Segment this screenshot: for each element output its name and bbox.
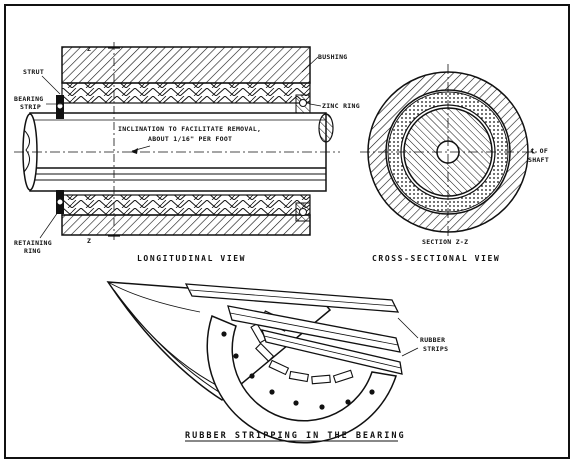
label-centerline-line1: ℄ OF bbox=[530, 147, 548, 155]
section-mark-bottom: Z bbox=[87, 237, 91, 245]
caption-rubber-stripping: RUBBER STRIPPING IN THE BEARING bbox=[185, 431, 406, 441]
label-inclination-line1: INCLINATION TO FACILITATE REMOVAL, bbox=[118, 125, 261, 133]
label-rubber-strips-line1: RUBBER bbox=[420, 336, 445, 344]
label-retaining-ring-line2: RING bbox=[24, 247, 41, 255]
housing-top bbox=[61, 46, 311, 84]
caption-longitudinal-view: LONGITUDINAL VIEW bbox=[137, 254, 246, 263]
caption-cross-sectional-view: CROSS-SECTIONAL VIEW bbox=[372, 254, 500, 263]
label-bearing-strip-line1: BEARING bbox=[14, 95, 44, 103]
figure-border bbox=[4, 4, 570, 459]
label-retaining-ring-line1: RETAINING bbox=[14, 239, 52, 247]
bearing-strip-bottom bbox=[61, 194, 311, 216]
label-zinc-ring: ZINC RING bbox=[322, 102, 360, 110]
section-mark-top: Z bbox=[87, 45, 91, 53]
label-centerline-line2: SHAFT bbox=[528, 156, 549, 164]
rubber-stripping-illustration bbox=[106, 281, 419, 444]
cross-sectional-view bbox=[360, 64, 540, 240]
label-section-zz: SECTION Z-Z bbox=[422, 238, 468, 246]
label-rubber-strips-line2: STRIPS bbox=[423, 345, 448, 353]
longitudinal-view bbox=[14, 42, 340, 240]
label-bearing-strip-line2: STRIP bbox=[20, 103, 41, 111]
housing-bottom bbox=[61, 214, 311, 236]
bearing-strip-top bbox=[61, 82, 311, 104]
label-strut: STRUT bbox=[23, 68, 44, 76]
label-bushing: BUSHING bbox=[318, 53, 348, 61]
end-flange bbox=[206, 314, 397, 444]
label-inclination-line2: ABOUT 1/16" PER FOOT bbox=[148, 135, 232, 143]
